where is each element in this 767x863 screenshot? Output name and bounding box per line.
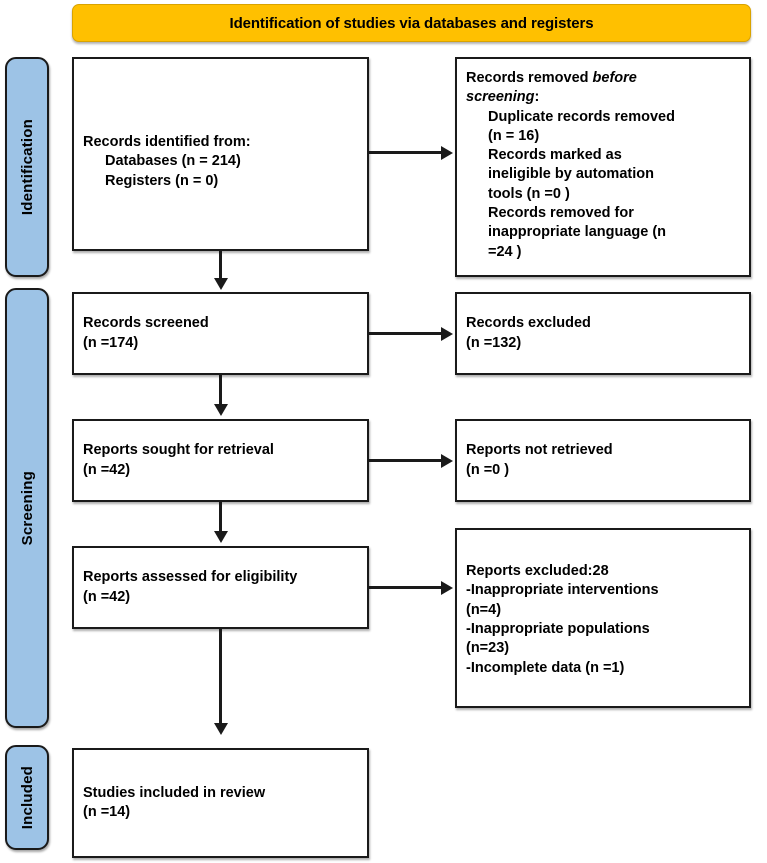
records-removed-heading-line2: screening:: [466, 89, 540, 106]
arrowhead-sought-to-assessed: [213, 531, 228, 543]
records-identified-databases: Databases (n = 214): [105, 153, 241, 170]
diagram-title-banner: Identification of studies via databases …: [72, 4, 751, 42]
stage-label-identification: Identification: [18, 118, 36, 216]
records-excluded-label: Records excluded: [466, 315, 591, 332]
inappropriate-language-line2: inappropriate language (n: [488, 224, 667, 241]
box-reports-assessed-for-eligibility: Reports assessed for eligibility (n =42): [72, 546, 369, 629]
box-records-identified: Records identified from: Databases (n = …: [72, 57, 369, 251]
records-screened-label: Records screened: [83, 315, 209, 332]
stage-bar-included: Included: [5, 745, 49, 850]
records-excluded-count: (n =132): [466, 334, 522, 351]
arrowhead-assessed-to-included: [213, 723, 228, 735]
arrowhead-assessed-to-reports-excluded: [441, 580, 453, 595]
box-reports-excluded-detail: Reports excluded:28 -Inappropriate inter…: [455, 528, 751, 708]
connector-screened-to-sought: [219, 375, 222, 404]
reports-excluded-incomplete-data: -Incomplete data (n =1): [466, 659, 625, 676]
connector-sought-to-not-retrieved: [369, 459, 443, 462]
automation-ineligible-line2: ineligible by automation: [488, 166, 654, 183]
duplicate-records-removed-label: Duplicate records removed: [488, 108, 675, 125]
automation-ineligible-count: tools (n =0 ): [488, 185, 570, 202]
box-reports-sought-for-retrieval: Reports sought for retrieval (n =42): [72, 419, 369, 502]
reports-assessed-count: (n =42): [83, 588, 131, 605]
duplicate-records-removed-count: (n = 16): [488, 127, 540, 144]
reports-sought-label: Reports sought for retrieval: [83, 442, 274, 459]
connector-sought-to-assessed: [219, 502, 222, 531]
arrowhead-sought-to-not-retrieved: [441, 453, 453, 468]
stage-label-screening: Screening: [18, 470, 36, 546]
connector-screened-to-excluded: [369, 332, 443, 335]
reports-excluded-populations-label: -Inappropriate populations: [466, 621, 650, 637]
reports-sought-count: (n =42): [83, 461, 131, 478]
connector-identified-to-screened: [219, 251, 222, 279]
box-reports-not-retrieved: Reports not retrieved (n =0 ): [455, 419, 751, 502]
arrowhead-screened-to-sought: [213, 404, 228, 416]
reports-assessed-label: Reports assessed for eligibility: [83, 569, 298, 586]
reports-excluded-interventions-count: (n=4): [466, 601, 502, 618]
stage-bar-identification: Identification: [5, 57, 49, 277]
studies-included-count: (n =14): [83, 804, 131, 820]
studies-included-label: Studies included in review: [83, 784, 266, 801]
connector-assessed-to-reports-excluded: [369, 586, 443, 589]
box-studies-included-in-review: Studies included in review (n =14): [72, 748, 369, 858]
reports-not-retrieved-count: (n =0 ): [466, 461, 510, 478]
reports-excluded-total: Reports excluded:28: [466, 563, 609, 580]
box-records-excluded: Records excluded (n =132): [455, 292, 751, 375]
diagram-title-text: Identification of studies via databases …: [229, 14, 594, 32]
records-identified-registers: Registers (n = 0): [105, 172, 219, 189]
records-identified-heading: Records identified from:: [83, 134, 251, 151]
inappropriate-language-line1: Records removed for: [488, 204, 634, 221]
box-records-screened: Records screened (n =174): [72, 292, 369, 375]
records-removed-heading-line1: Records removed before: [466, 70, 637, 86]
records-screened-count: (n =174): [83, 334, 139, 351]
connector-identified-to-removed: [369, 151, 443, 154]
arrowhead-identified-to-removed: [441, 145, 453, 160]
arrowhead-screened-to-excluded: [441, 326, 453, 341]
reports-excluded-populations-count: (n=23): [466, 640, 510, 657]
automation-ineligible-line1: Records marked as: [488, 147, 622, 164]
box-records-removed-before-screening: Records removed before screening: Duplic…: [455, 57, 751, 277]
arrowhead-identified-to-screened: [213, 278, 228, 290]
stage-bar-screening: Screening: [5, 288, 49, 728]
reports-not-retrieved-label: Reports not retrieved: [466, 442, 613, 459]
connector-assessed-to-included: [219, 629, 222, 723]
stage-label-included: Included: [18, 765, 36, 830]
reports-excluded-interventions-label: -Inappropriate interventions: [466, 582, 659, 599]
inappropriate-language-count: =24 ): [488, 243, 522, 260]
